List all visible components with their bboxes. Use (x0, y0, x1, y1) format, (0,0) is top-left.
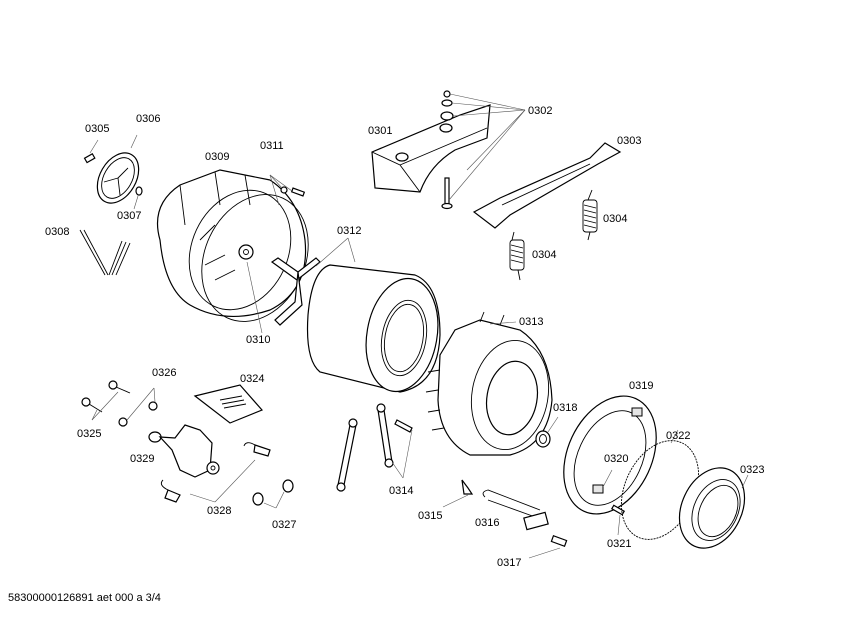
part-0326-screws[interactable] (118, 387, 158, 427)
label-0310[interactable]: 0310 (246, 334, 271, 346)
label-0305[interactable]: 0305 (85, 123, 110, 135)
part-0310-gasket[interactable] (182, 177, 328, 339)
label-0329[interactable]: 0329 (130, 453, 155, 465)
label-0325[interactable]: 0325 (77, 428, 102, 440)
part-0304-spring-left[interactable] (509, 231, 525, 281)
label-0308[interactable]: 0308 (45, 226, 70, 238)
part-0319-front-ring[interactable] (546, 381, 675, 529)
label-0306[interactable]: 0306 (136, 113, 161, 125)
label-0301[interactable]: 0301 (368, 125, 393, 137)
part-0312-drum[interactable] (270, 237, 446, 397)
label-0302[interactable]: 0302 (528, 105, 553, 117)
part-0301-counterweight[interactable] (371, 104, 491, 193)
part-0328-connectors[interactable] (160, 442, 271, 503)
part-0308-belt[interactable] (79, 229, 131, 276)
label-0318[interactable]: 0318 (553, 402, 578, 414)
part-0306-pulley[interactable] (89, 134, 147, 210)
part-0303-support-bar[interactable] (472, 142, 622, 229)
part-0305-screw[interactable] (83, 139, 99, 164)
part-0325-screws[interactable] (81, 380, 131, 421)
label-0323[interactable]: 0323 (740, 464, 765, 476)
part-0323-door-seal[interactable] (667, 457, 757, 558)
label-0307[interactable]: 0307 (117, 210, 142, 222)
part-0313-front-tub[interactable] (425, 311, 557, 456)
label-0304-right[interactable]: 0304 (603, 213, 628, 225)
part-0304-spring-right[interactable] (582, 189, 598, 241)
part-0314-shock-absorbers[interactable] (336, 403, 413, 492)
label-0321[interactable]: 0321 (607, 538, 632, 550)
part-0329-drain-pump[interactable] (148, 424, 220, 478)
label-0315[interactable]: 0315 (418, 510, 443, 522)
label-0317[interactable]: 0317 (497, 557, 522, 569)
label-0327[interactable]: 0327 (272, 519, 297, 531)
label-0322[interactable]: 0322 (666, 430, 691, 442)
label-0311[interactable]: 0311 (260, 140, 284, 152)
part-0317-sensor[interactable] (528, 535, 568, 559)
label-0328[interactable]: 0328 (207, 505, 232, 517)
label-0320[interactable]: 0320 (604, 453, 629, 465)
label-0314[interactable]: 0314 (389, 485, 414, 497)
part-0321-screw[interactable] (610, 504, 626, 536)
label-0312[interactable]: 0312 (337, 225, 362, 237)
label-0324[interactable]: 0324 (240, 373, 265, 385)
part-0315-bracket[interactable] (442, 479, 474, 508)
part-0316-heater[interactable] (482, 489, 549, 531)
part-0307-nut[interactable] (133, 186, 143, 210)
label-0304-left[interactable]: 0304 (532, 249, 557, 261)
part-0311-fasteners[interactable] (269, 174, 306, 206)
part-0309-rear-tub[interactable] (156, 169, 310, 326)
document-reference-footer: 58300000126891 aet 000 a 3/4 (8, 592, 161, 604)
label-0319[interactable]: 0319 (629, 380, 654, 392)
label-0313[interactable]: 0313 (519, 316, 544, 328)
part-0302-fasteners[interactable] (440, 90, 526, 210)
label-0309[interactable]: 0309 (205, 151, 230, 163)
part-0324-instruction-sheet[interactable] (193, 384, 264, 424)
part-0327-caps[interactable] (252, 479, 294, 509)
label-0326[interactable]: 0326 (152, 367, 177, 379)
label-0316[interactable]: 0316 (475, 517, 500, 529)
label-0303[interactable]: 0303 (617, 135, 642, 147)
part-0318-seal[interactable] (535, 416, 559, 448)
part-0320-catch (602, 469, 613, 488)
